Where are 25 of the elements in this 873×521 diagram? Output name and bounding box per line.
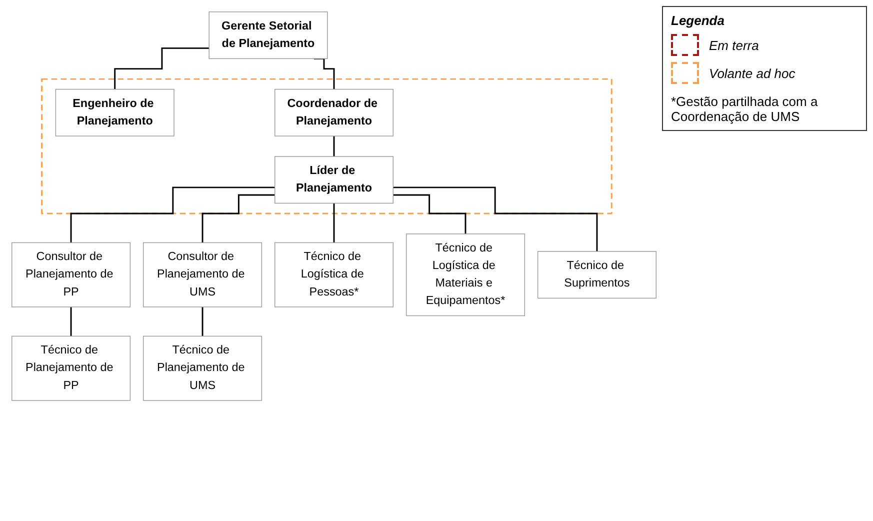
- node-box: Técnico de Planejamento de PP: [11, 336, 131, 401]
- connector: [202, 194, 275, 244]
- node-box: Consultor de Planejamento de UMS: [142, 242, 262, 308]
- node-box: Técnico de Suprimentos: [537, 251, 657, 299]
- connector: [70, 306, 72, 337]
- connector: [70, 186, 275, 244]
- legend-label: Volante ad hoc: [709, 66, 796, 80]
- footnote: *Gestão partilhada com a Coordenação de UMS: [671, 94, 819, 124]
- connector: [202, 306, 204, 337]
- connector: [333, 202, 335, 244]
- node-box: Técnico de Logística de Pessoas*: [274, 242, 394, 308]
- node-box: Gerente Setorial de Planejamento: [208, 11, 328, 59]
- node-box: Técnico de Planejamento de UMS: [142, 336, 262, 401]
- connector: [393, 186, 598, 252]
- node-box: Coordenador de Planejamento: [274, 88, 394, 136]
- node-box: Engenheiro de Planejamento: [55, 88, 174, 136]
- cluster: [41, 78, 612, 214]
- connector: [114, 47, 210, 90]
- node-box: Consultor de Planejamento de PP: [11, 242, 131, 308]
- connector: [393, 194, 466, 235]
- legend-title: Legenda: [671, 13, 726, 28]
- legend-label: Em terra: [709, 38, 759, 52]
- connector: [333, 135, 335, 158]
- node-box: Técnico de Logística de Materiais e Equipamentos*: [406, 234, 526, 316]
- node-box: Líder de Planejamento: [274, 156, 394, 204]
